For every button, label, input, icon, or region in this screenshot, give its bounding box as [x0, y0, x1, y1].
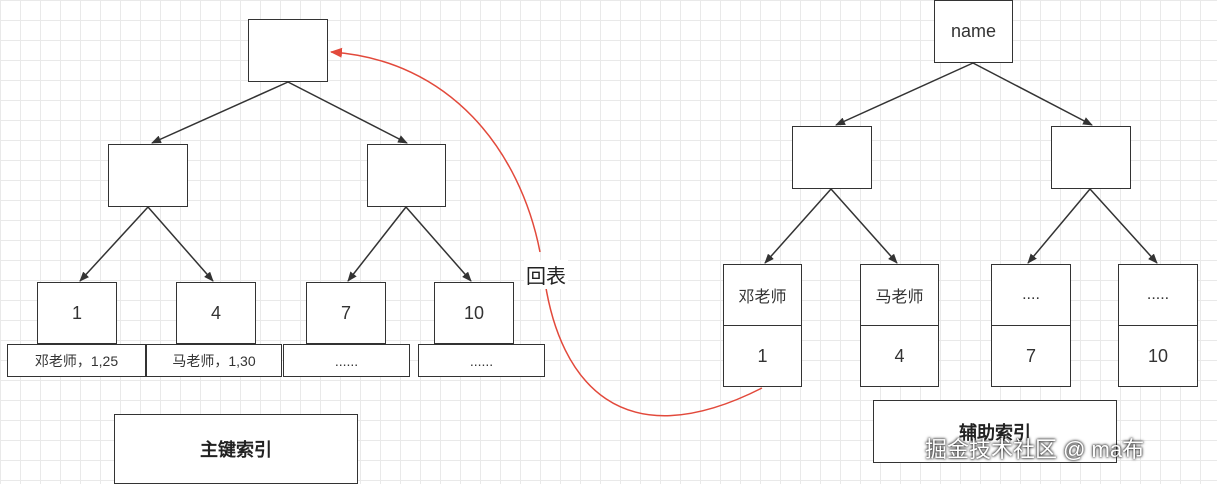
watermark-text: 掘金技术社区 @ ma布 — [925, 437, 1145, 462]
lookup-label: 回表 — [524, 260, 568, 289]
lookup-arrow — [331, 52, 763, 417]
edge-primary-left-leaf4 — [147, 206, 214, 282]
edge-secondary-right-leaf3 — [1027, 188, 1091, 264]
secondary-leaf-key: 4 — [860, 325, 939, 387]
secondary-root-node: name — [934, 0, 1013, 63]
secondary-index-title: 辅助索引 — [873, 400, 1117, 463]
edge-primary-left-leaf1 — [79, 206, 149, 282]
secondary-leaf-name: 邓老师 — [723, 264, 802, 326]
primary-leaf-key: 7 — [306, 282, 386, 344]
primary-leaf-key: 1 — [37, 282, 117, 344]
secondary-leaf-key: 10 — [1118, 325, 1198, 387]
primary-left-node — [108, 144, 188, 207]
secondary-right-node — [1051, 126, 1131, 189]
edge-primary-root-right — [287, 81, 408, 144]
primary-root-node — [248, 19, 328, 82]
edge-secondary-left-leaf1 — [764, 188, 832, 264]
secondary-leaf-key: 7 — [991, 325, 1071, 387]
primary-row-data: 马老师，1,30 — [146, 344, 282, 377]
primary-row-data: 邓老师，1,25 — [7, 344, 146, 377]
primary-index-title: 主键索引 — [114, 414, 358, 484]
edge-primary-right-leaf10 — [405, 206, 472, 282]
edge-primary-root-left — [151, 81, 289, 144]
secondary-leaf-name: ..... — [1118, 264, 1198, 326]
edge-secondary-root-right — [972, 62, 1093, 126]
edge-primary-right-leaf7 — [347, 206, 407, 282]
primary-right-node — [367, 144, 446, 207]
primary-row-data: ...... — [418, 344, 545, 377]
edge-secondary-right-leaf4 — [1089, 188, 1158, 264]
secondary-left-node — [792, 126, 872, 189]
primary-leaf-key: 4 — [176, 282, 256, 344]
primary-row-data: ...... — [283, 344, 410, 377]
secondary-leaf-name: 马老师 — [860, 264, 939, 326]
secondary-leaf-name: .... — [991, 264, 1071, 326]
edge-secondary-left-leaf2 — [830, 188, 898, 264]
secondary-leaf-key: 1 — [723, 325, 802, 387]
primary-leaf-key: 10 — [434, 282, 514, 344]
edge-secondary-root-left — [835, 62, 974, 126]
